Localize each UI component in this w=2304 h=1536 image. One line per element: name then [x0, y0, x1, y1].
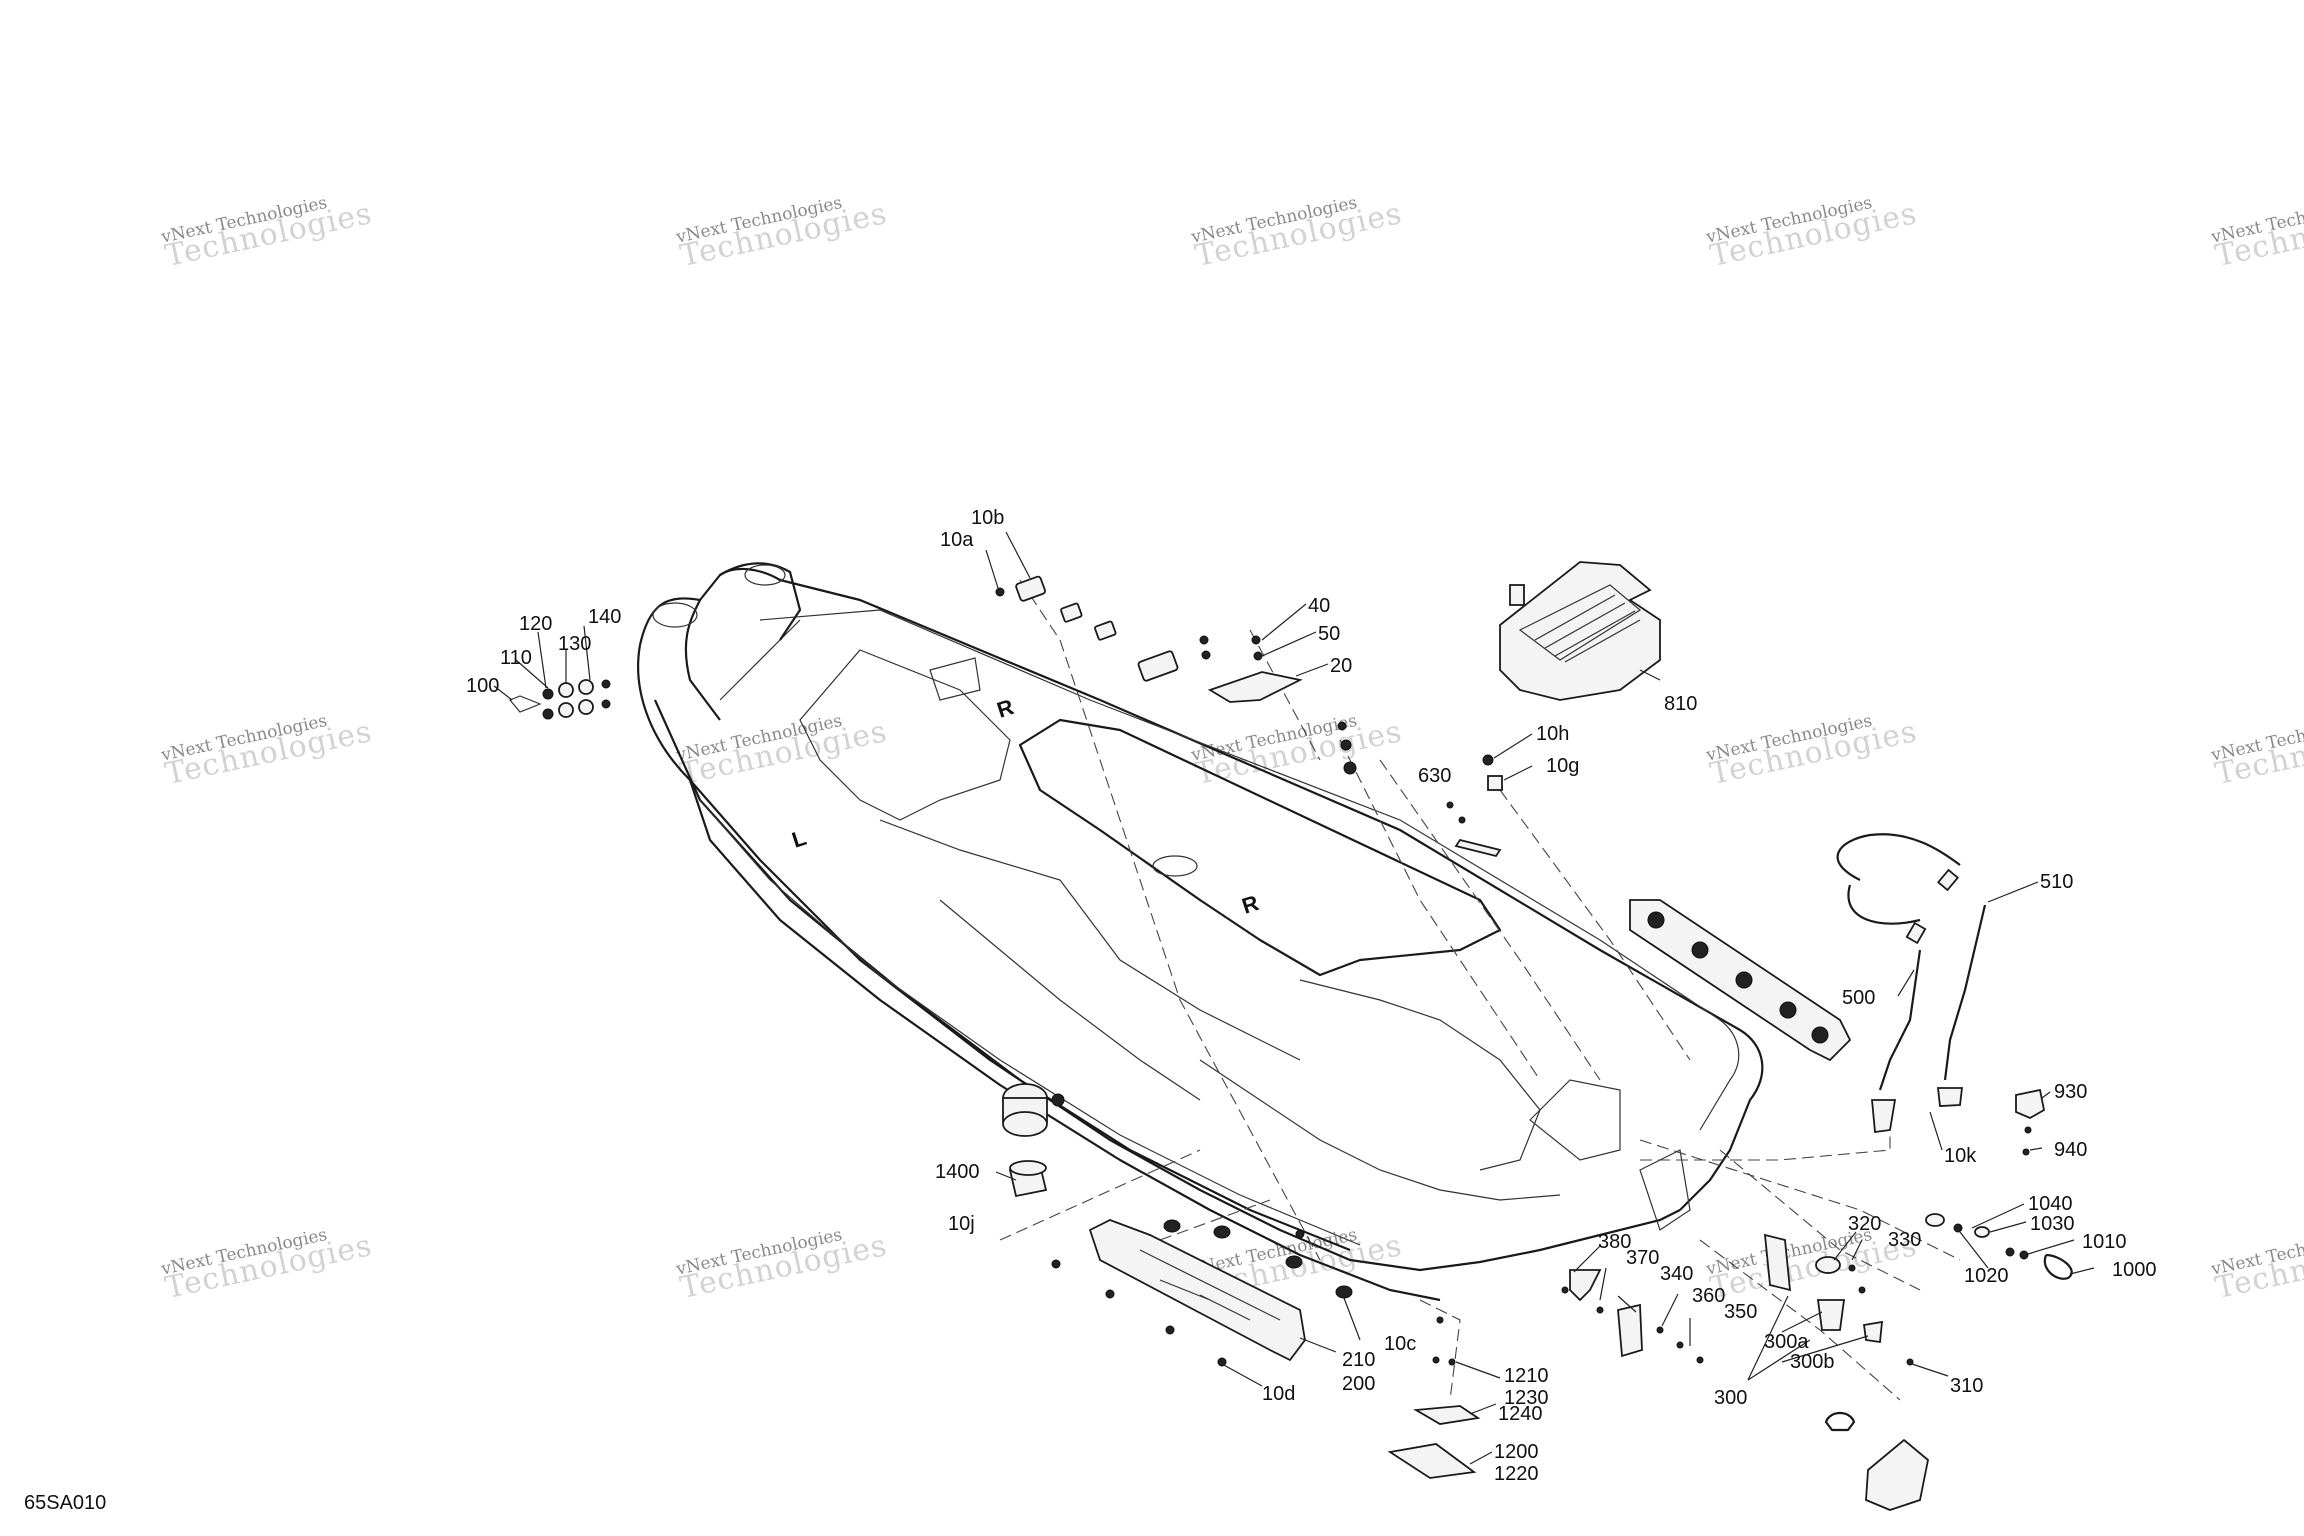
callout-label: 1010	[2082, 1231, 2127, 1253]
part-washer-50	[1201, 650, 1211, 660]
callout-label: 380	[1598, 1231, 1631, 1253]
callout-label: 300	[1714, 1387, 1747, 1409]
part-washer-130	[558, 682, 574, 698]
callout-label: 330	[1888, 1229, 1921, 1251]
part-cap-1400	[1002, 1083, 1065, 1198]
part-step-1200	[1387, 1316, 1481, 1479]
callout-label: 10a	[940, 529, 974, 551]
callout-label: 120	[519, 613, 552, 635]
callout-label: 1220	[1494, 1463, 1539, 1485]
callout-label: 1020	[1964, 1265, 2009, 1287]
part-washer-130	[558, 702, 574, 718]
hull-body: R R L	[637, 562, 1961, 1401]
callout-label: 300b	[1790, 1351, 1835, 1373]
callout-label: 370	[1626, 1247, 1659, 1269]
part-drain-plug	[1925, 1213, 2073, 1280]
callout-label: 340	[1660, 1263, 1693, 1285]
part-hoses	[1836, 833, 1987, 1134]
part-washer-130	[578, 699, 594, 715]
callout-label: 50	[1318, 623, 1340, 645]
hull-letter: R	[1239, 890, 1262, 919]
part-clip	[1094, 620, 1117, 641]
part-screw-630	[1458, 816, 1466, 824]
callout-label: 10h	[1536, 723, 1569, 745]
callout-label: 1230	[1504, 1387, 1549, 1409]
clip-row-top	[995, 575, 1303, 703]
hull-letter: R	[994, 694, 1017, 723]
callout-label: 300a	[1764, 1331, 1809, 1353]
callout-label: 320	[1848, 1213, 1881, 1235]
callout-label: 140	[588, 606, 621, 628]
callout-label: 1030	[2030, 1213, 2075, 1235]
part-fitting-930	[2015, 1088, 2046, 1156]
callout-label: 1400	[935, 1161, 980, 1183]
part-screw-40	[1199, 635, 1209, 645]
part-rivet-10a	[995, 587, 1005, 597]
fastener-row-left	[509, 679, 611, 720]
diagram-code: 65SA010	[24, 1492, 107, 1514]
callout-label: 930	[2054, 1081, 2087, 1103]
hull-letter: L	[789, 825, 810, 853]
callout-label: 130	[558, 633, 591, 655]
part-clip-10b	[1015, 575, 1046, 602]
part-screw	[1337, 721, 1347, 731]
callout-label: 1000	[2112, 1259, 2157, 1281]
part-washer-130	[578, 679, 594, 695]
callout-label: 360	[1692, 1285, 1725, 1307]
callout-label: 10c	[1384, 1333, 1416, 1355]
part-clip	[1060, 602, 1083, 623]
part-rail-right	[1629, 899, 1852, 1062]
callout-label: 1040	[2028, 1193, 2073, 1215]
part-strap-630	[1454, 838, 1502, 858]
callout-label: 10k	[1944, 1145, 1977, 1167]
callout-label: 10d	[1262, 1383, 1295, 1405]
callout-label: 110	[500, 647, 532, 669]
callout-label: 1200	[1494, 1441, 1539, 1463]
callout-label: 10g	[1546, 755, 1579, 777]
callout-label: 40	[1308, 595, 1330, 617]
part-washer-50	[1253, 651, 1263, 661]
callout-labels: 10b 10a 40 50 20 120 140 130 110 100 810…	[466, 507, 2157, 1485]
callout-label: 510	[2040, 871, 2073, 893]
callout-label: 810	[1664, 693, 1697, 715]
part-washer-110	[542, 688, 554, 700]
part-screw-40	[1251, 635, 1261, 645]
part-clip	[1137, 650, 1179, 682]
callout-label: 1210	[1504, 1365, 1549, 1387]
callout-label: 500	[1842, 987, 1875, 1009]
callout-label: 10b	[971, 507, 1004, 529]
callout-label: 630	[1418, 765, 1451, 787]
part-screw-630	[1446, 801, 1454, 809]
part-cover-20	[1207, 671, 1303, 703]
callout-label: 350	[1724, 1301, 1757, 1323]
part-washer-110	[542, 708, 554, 720]
part-clip-10g	[1487, 775, 1503, 791]
callout-label: 310	[1950, 1375, 1983, 1397]
part-screw	[1340, 739, 1352, 751]
part-screw	[1343, 761, 1357, 775]
part-nut-140	[601, 679, 611, 689]
part-nut-10h	[1482, 754, 1494, 766]
callout-label: 100	[466, 675, 499, 697]
callout-label: 210	[1342, 1349, 1375, 1371]
callout-label: 1240	[1498, 1403, 1543, 1425]
callout-label: 20	[1330, 655, 1352, 677]
part-group-300	[1561, 1233, 1929, 1511]
leader-lines	[493, 531, 2095, 1465]
callout-label: 940	[2054, 1139, 2087, 1161]
part-nut-140	[601, 699, 611, 709]
fasteners-center	[1337, 721, 1503, 858]
part-box-810	[1499, 561, 1661, 701]
callout-label: 200	[1342, 1373, 1375, 1395]
part-bracket-100	[509, 695, 542, 713]
callout-label: 10j	[948, 1213, 975, 1235]
